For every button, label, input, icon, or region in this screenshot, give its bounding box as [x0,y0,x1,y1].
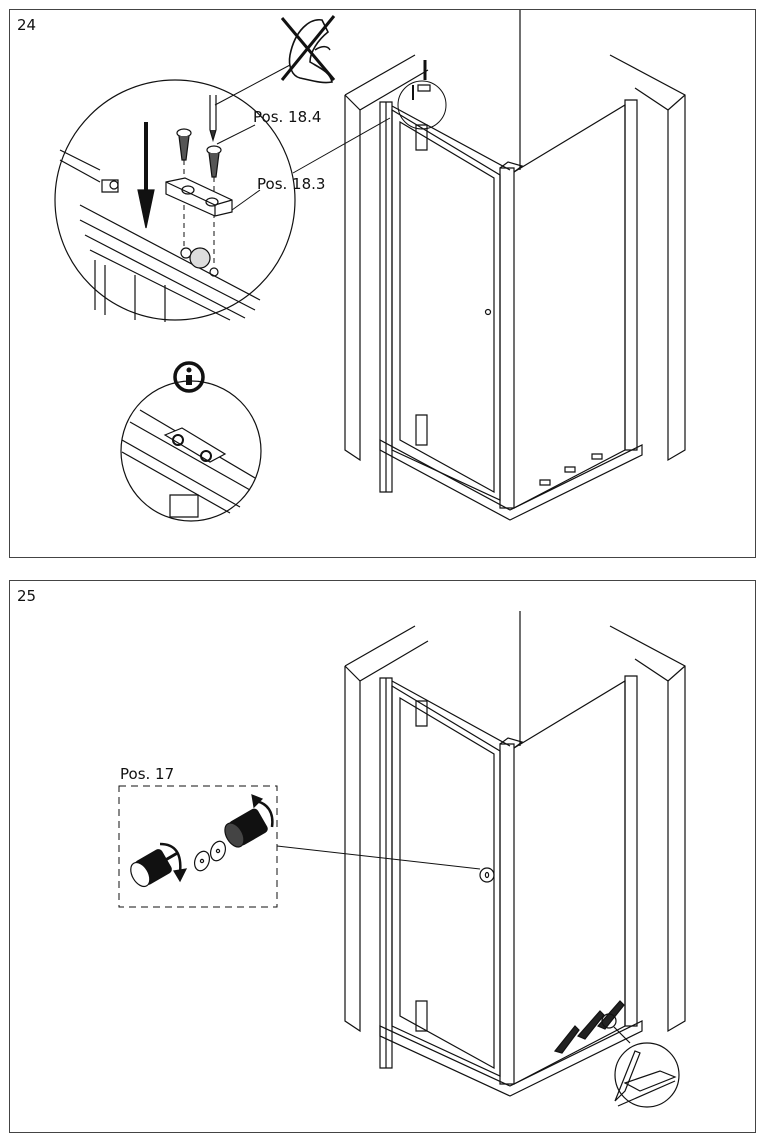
shower-enclosure [345,611,685,1107]
step-24-panel: 24 [9,9,756,558]
callout-pos-17: Pos. 17 [120,765,175,783]
step-number: 25 [17,587,37,605]
info-icon [175,363,203,391]
wedge-detail [615,1043,679,1107]
knob-assembly [127,795,273,890]
info-detail [121,381,261,521]
shower-enclosure [345,10,685,520]
step-24-illustration [10,10,757,559]
callout-pos-18-3: Pos. 18.3 [257,175,326,193]
screw-right [207,146,221,177]
detail-magnifier [55,80,295,322]
knob-location-marker [480,868,494,882]
step-25-illustration [10,581,757,1134]
step-25-panel: 25 [9,580,756,1133]
mounting-plate [166,178,232,216]
callout-pos-18-4: Pos. 18.4 [253,108,322,126]
screw-left [177,129,191,160]
no-power-drill-icon [282,16,334,83]
step-number: 24 [17,16,37,34]
